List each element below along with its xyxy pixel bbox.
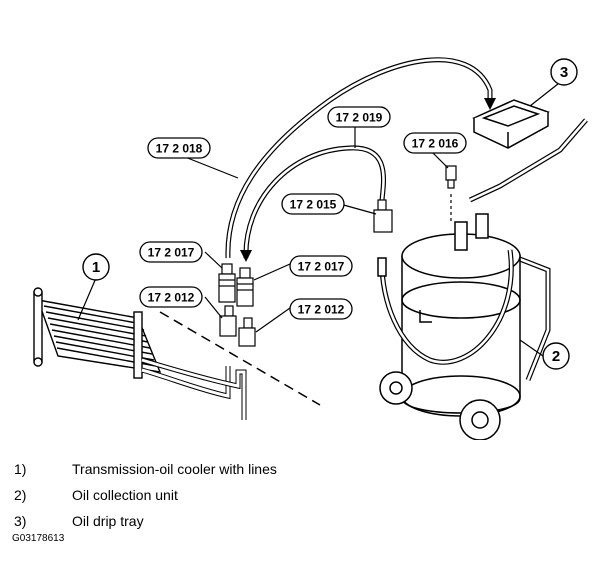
svg-text:3: 3 xyxy=(560,64,568,81)
fitting-172016 xyxy=(445,165,457,222)
item-number-1: 1 xyxy=(82,253,110,281)
service-diagram: 17 2 018 17 2 019 17 2 016 17 2 015 17 2… xyxy=(33,57,588,440)
adapter-172017-right xyxy=(236,267,254,307)
svg-text:17 2 012: 17 2 012 xyxy=(298,303,345,317)
fitting-172015 xyxy=(373,199,393,233)
svg-text:17 2 019: 17 2 019 xyxy=(336,111,383,125)
callout-172012-left: 17 2 012 xyxy=(139,286,203,308)
hose-172019 xyxy=(240,145,387,262)
legend-number: 2) xyxy=(14,487,27,503)
oil-collection-unit xyxy=(377,118,588,440)
svg-text:2: 2 xyxy=(552,348,560,365)
callout-172012-right: 17 2 012 xyxy=(289,298,353,320)
hose-172018 xyxy=(225,57,496,259)
svg-text:1: 1 xyxy=(92,259,100,276)
svg-text:17 2 018: 17 2 018 xyxy=(156,142,203,156)
callout-172017-left: 17 2 017 xyxy=(139,241,203,263)
adapter-172017-left xyxy=(218,263,236,303)
legend-row: 2) Oil collection unit xyxy=(14,482,594,508)
svg-text:17 2 017: 17 2 017 xyxy=(148,246,195,260)
legend-label: Oil drip tray xyxy=(72,513,144,529)
item-number-3: 3 xyxy=(550,58,578,86)
svg-text:17 2 016: 17 2 016 xyxy=(412,137,459,151)
svg-text:17 2 017: 17 2 017 xyxy=(298,260,345,274)
callout-172016: 17 2 016 xyxy=(403,132,467,154)
legend: 1) Transmission-oil cooler with lines 2)… xyxy=(14,456,594,534)
figure-id: G03178613 xyxy=(12,533,65,544)
callout-172017-right: 17 2 017 xyxy=(289,255,353,277)
svg-text:17 2 015: 17 2 015 xyxy=(290,198,337,212)
legend-number: 1) xyxy=(14,461,27,477)
legend-label: Oil collection unit xyxy=(72,487,178,503)
legend-row: 3) Oil drip tray xyxy=(14,508,594,534)
leader-lines xyxy=(77,79,564,357)
adapter-172012-left xyxy=(219,305,237,337)
item-number-2: 2 xyxy=(542,342,570,370)
legend-number: 3) xyxy=(14,513,27,529)
oil-drip-tray xyxy=(472,99,550,149)
transmission-oil-cooler xyxy=(33,287,247,420)
adapter-172012-right xyxy=(238,317,256,347)
connection-dash-line xyxy=(159,311,321,406)
svg-text:17 2 012: 17 2 012 xyxy=(148,291,195,305)
callout-172019: 17 2 019 xyxy=(327,106,391,128)
legend-row: 1) Transmission-oil cooler with lines xyxy=(14,456,594,482)
callout-172018: 17 2 018 xyxy=(147,137,211,159)
legend-label: Transmission-oil cooler with lines xyxy=(72,461,277,477)
callout-172015: 17 2 015 xyxy=(281,193,345,215)
